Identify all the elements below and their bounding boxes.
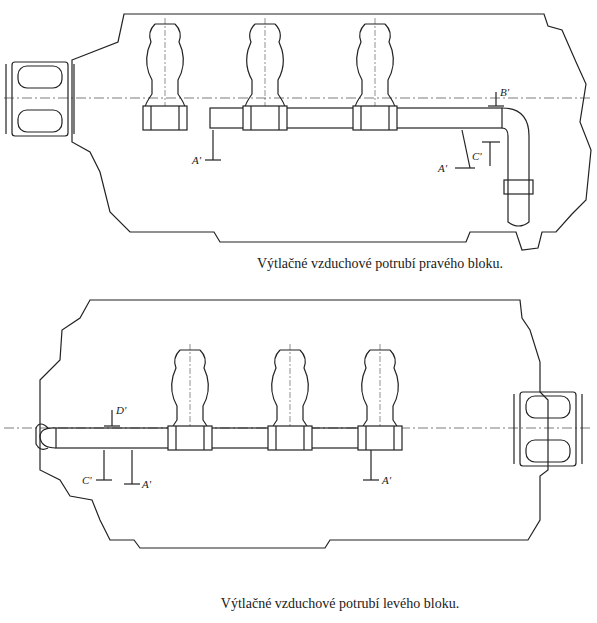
dimension-label: A' [192,154,201,166]
dimension-label: C' [82,474,92,486]
dimension-label: B' [500,86,509,98]
dimension-label: A' [438,162,447,174]
dimension-label: C' [472,150,482,162]
dimension-label: A' [382,474,391,486]
figure-caption: Výtlačné vzduchové potrubí levého bloku. [221,596,459,612]
intake-stack [268,344,312,450]
figure-caption: Výtlačné vzduchové potrubí pravého bloku… [257,256,503,272]
dimension-label: D' [116,404,126,416]
intake-stack [358,344,402,450]
intake-stack [353,18,397,130]
dimension-label: A' [142,478,151,490]
intake-stack [143,18,187,130]
intake-stack [243,18,287,130]
intake-stack [168,344,212,450]
